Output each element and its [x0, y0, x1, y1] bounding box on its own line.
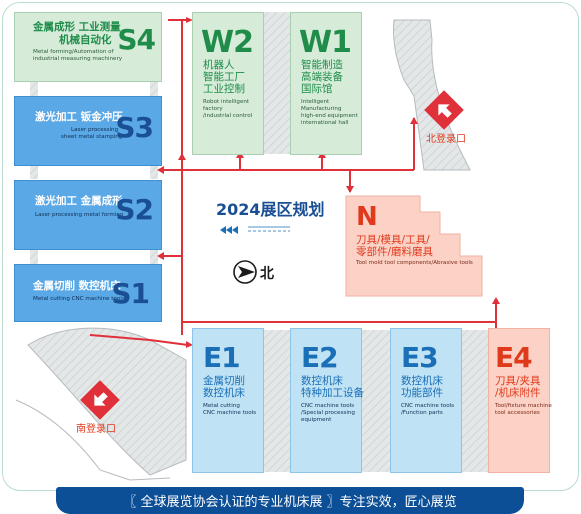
hall-W2-en1: Robot intelligent	[203, 99, 250, 105]
hall-S3[interactable]: 激光加工 钣金冲压 Laser processing sheet metal s…	[14, 96, 162, 166]
hall-E2-en2: /Special processing	[301, 410, 355, 416]
hall-W2-cn3: 工业控制	[203, 83, 245, 95]
hall-E2-en1: CNC machine tools	[301, 403, 355, 409]
hall-E4-en1: Tool/fixture machine	[495, 403, 552, 409]
hall-E1-cn1: 金属切削	[203, 375, 245, 387]
hall-S1-code: S1	[111, 277, 150, 310]
hall-E1-en2: CNC machine tools	[203, 410, 257, 416]
hall-E2[interactable]: E2 数控机床 特种加工设备 CNC machine tools /Specia…	[290, 328, 364, 473]
hall-E2-code: E2	[301, 341, 339, 374]
hall-W1-code: W1	[299, 25, 352, 60]
hall-E4[interactable]: E4 刀具/夹具 /机床附件 Tool/fixture machine tool…	[488, 328, 552, 473]
footer-text: 〖 全球展览协会认证的专业机床展 〗专注实效，匠心展览	[123, 495, 457, 510]
hall-S2-en1: Laser processing metal forming	[35, 212, 124, 218]
hall-S4-en2: industrial measuring machinery	[33, 56, 123, 62]
hall-N-cn1: 刀具/模具/工具/	[356, 234, 430, 246]
hall-W1[interactable]: W1 智能制造 高端装备 国际馆 Intelligent Manufacturi…	[290, 12, 362, 155]
hall-E2-cn2: 特种加工设备	[301, 387, 364, 399]
hall-E4-en2: tool accessories	[495, 410, 540, 416]
hall-W1-en1: Intelligent	[301, 99, 330, 105]
hall-E3-en2: /Function parts	[401, 410, 443, 416]
hall-S4-code: S4	[117, 23, 156, 56]
hall-E3[interactable]: E3 数控机床 功能部件 CNC machine tools /Function…	[390, 328, 462, 473]
hall-E1-cn2: 数控机床	[203, 387, 245, 399]
hall-N[interactable]: N 刀具/模具/工具/ 零部件/磨料磨具 Tool mold tool comp…	[346, 196, 482, 296]
hall-W1-cn2: 高端装备	[301, 71, 343, 83]
hall-S2-cn1: 激光加工 金属成形	[35, 195, 123, 207]
hall-E3-en1: CNC machine tools	[401, 403, 455, 409]
hall-W1-en3: high-end equipment	[301, 113, 358, 119]
hall-W2-en3: /industrial control	[203, 113, 253, 119]
hall-E4-code: E4	[495, 341, 533, 374]
north-curved-building	[393, 19, 471, 171]
hall-S1[interactable]: 金属切削 数控机床 Metal cutting CNC machine tool…	[14, 264, 162, 322]
hall-S4-cn2: 机械自动化	[59, 34, 112, 46]
hall-E1-code: E1	[203, 341, 241, 374]
hall-S4-en1: Metal forming/Automation of	[33, 49, 114, 55]
map-title: 2024展区规划	[216, 200, 325, 219]
south-entrance-label[interactable]: 南登录口	[76, 424, 116, 435]
hall-E1-en1: Metal cutting	[203, 403, 240, 409]
hall-S3-code: S3	[115, 111, 154, 144]
hall-S3-cn1: 激光加工 钣金冲压	[35, 111, 123, 123]
hall-E3-cn2: 功能部件	[401, 387, 443, 399]
hall-S3-en2: sheet metal stamping	[61, 134, 123, 140]
hall-W2-code: W2	[201, 25, 254, 60]
hall-N-cn2: 零部件/磨料磨具	[356, 246, 434, 258]
hall-W2-cn2: 智能工厂	[203, 71, 245, 83]
hall-S2[interactable]: 激光加工 金属成形 Laser processing metal forming…	[14, 180, 162, 250]
north-entrance-label[interactable]: 北登录口	[426, 134, 466, 145]
hall-W1-cn3: 国际馆	[301, 83, 333, 95]
hall-E4-cn2: /机床附件	[495, 387, 541, 399]
hall-W2-en2: factory	[203, 106, 223, 112]
hall-S4[interactable]: 金属成形 工业测量 机械自动化 Metal forming/Automation…	[14, 12, 162, 82]
hall-W1-cn1: 智能制造	[301, 59, 343, 71]
hall-W2[interactable]: W2 机器人 智能工厂 工业控制 Robot intelligent facto…	[192, 12, 264, 155]
hall-S1-cn1: 金属切削 数控机床	[33, 280, 121, 292]
hall-S1-en1: Metal cutting CNC machine tools	[33, 296, 125, 302]
footer-banner: 〖 全球展览协会认证的专业机床展 〗专注实效，匠心展览	[56, 487, 524, 514]
hall-E4-cn1: 刀具/夹具	[495, 375, 541, 387]
hall-E1[interactable]: E1 金属切削 数控机床 Metal cutting CNC machine t…	[192, 328, 264, 473]
hall-E2-en3: equipment	[301, 417, 332, 423]
hall-W1-en4: international hall	[301, 120, 349, 126]
hall-S4-cn1: 金属成形 工业测量	[33, 21, 121, 33]
hall-N-en1: Tool mold tool components/Abrasive tools	[356, 260, 473, 266]
hall-S3-en1: Laser processing	[71, 127, 119, 133]
hall-N-shape	[345, 195, 483, 297]
hall-E3-code: E3	[401, 341, 439, 374]
hall-W1-en2: Manufacturing	[301, 106, 342, 112]
hall-S2-code: S2	[115, 193, 154, 226]
north-label: 北	[260, 266, 274, 282]
hall-E3-cn1: 数控机床	[401, 375, 443, 387]
hall-N-code: N	[356, 202, 378, 232]
hall-E2-cn1: 数控机床	[301, 375, 343, 387]
hall-W2-cn1: 机器人	[203, 59, 235, 71]
